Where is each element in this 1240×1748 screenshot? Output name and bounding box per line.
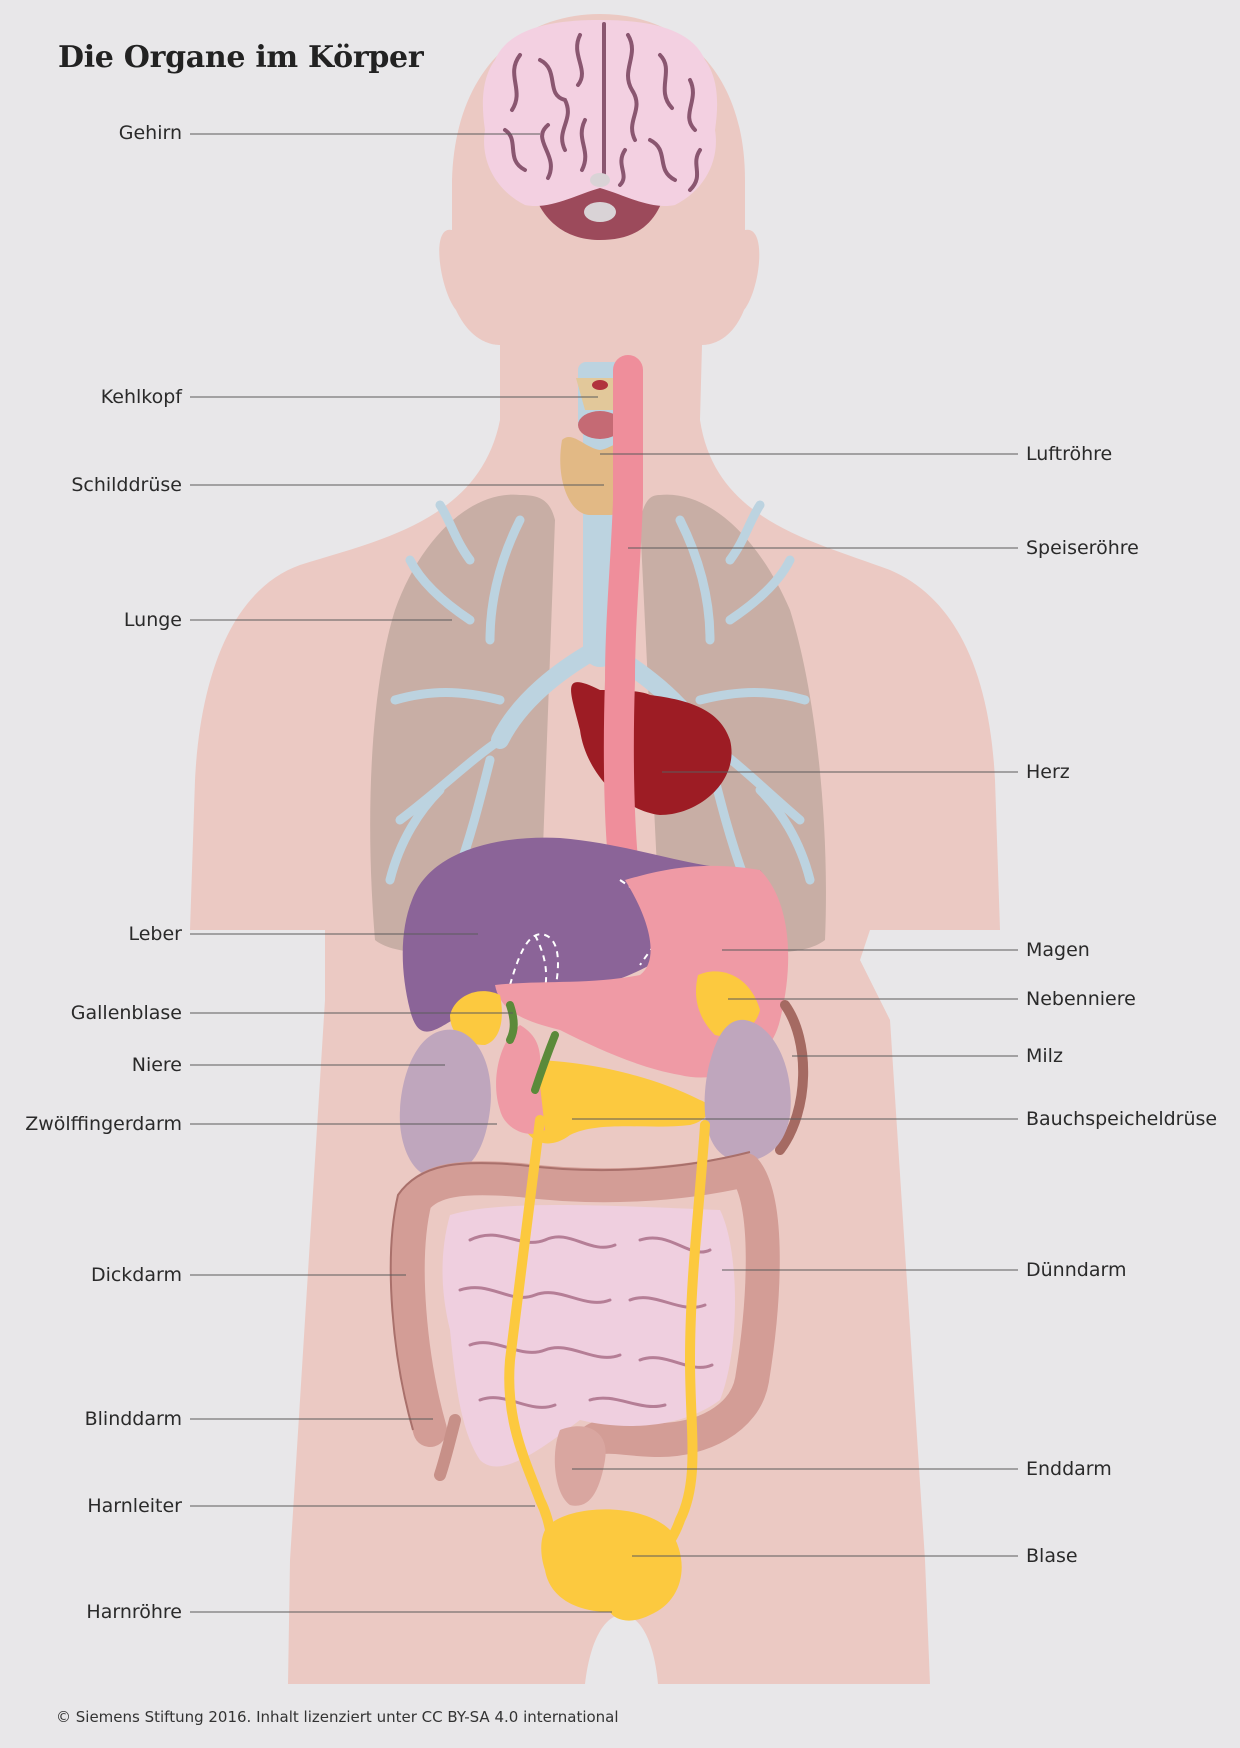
duodenum (496, 1025, 545, 1134)
adrenal-left (450, 991, 502, 1045)
label-lunge: Lunge (123, 609, 182, 631)
label-zwoelffingerdarm: Zwölffingerdarm (25, 1113, 182, 1135)
leader-lines (190, 133, 1018, 1613)
label-leber: Leber (128, 923, 182, 945)
label-blinddarm: Blinddarm (84, 1408, 182, 1430)
appendix (434, 1414, 461, 1481)
large-intestine-outline (389, 1151, 751, 1431)
spleen (775, 1000, 809, 1155)
label-duenndarm: Dünndarm (1026, 1259, 1127, 1281)
esophagus (603, 355, 643, 895)
brain-stem-spot (584, 202, 616, 222)
larynx-cartilage (576, 378, 624, 410)
lung-right (640, 494, 826, 953)
label-schilddruese: Schilddrüse (71, 474, 182, 496)
label-kehlkopf: Kehlkopf (100, 386, 182, 408)
ureter-right (660, 1120, 710, 1555)
larynx-ring (578, 411, 622, 439)
label-harnroehre: Harnröhre (86, 1601, 182, 1623)
label-niere: Niere (131, 1054, 182, 1076)
larynx-glottis (592, 380, 608, 390)
pancreas (518, 1060, 709, 1144)
brain-center (590, 173, 610, 187)
label-harnleiter: Harnleiter (87, 1495, 182, 1517)
copyright-footer: © Siemens Stiftung 2016. Inhalt lizenzie… (56, 1708, 619, 1726)
label-speiseroehre: Speiseröhre (1026, 537, 1139, 559)
lung-left (370, 494, 555, 953)
brain-folds (503, 22, 702, 192)
label-magen: Magen (1026, 939, 1090, 961)
rectum (554, 1426, 606, 1506)
label-gehirn: Gehirn (118, 122, 182, 144)
label-dickdarm: Dickdarm (90, 1264, 182, 1286)
bladder (541, 1509, 682, 1621)
label-gallenblase: Gallenblase (70, 1002, 182, 1024)
diagram-title: Die Organe im Körper (58, 40, 424, 75)
label-enddarm: Enddarm (1026, 1458, 1112, 1480)
label-bauchspeicheldruese: Bauchspeicheldrüse (1026, 1108, 1218, 1130)
ureter-left (504, 1115, 560, 1555)
kidney-left (399, 1029, 491, 1179)
kidney-right (704, 1019, 791, 1161)
label-blase: Blase (1026, 1545, 1078, 1567)
label-herz: Herz (1026, 761, 1070, 783)
small-intestine-folds (458, 1233, 714, 1409)
label-luftroehre: Luftröhre (1026, 443, 1113, 465)
label-milz: Milz (1026, 1045, 1063, 1067)
label-nebenniere: Nebenniere (1026, 988, 1136, 1010)
gallbladder (506, 1001, 559, 1094)
brain-hemispheres (482, 20, 718, 207)
